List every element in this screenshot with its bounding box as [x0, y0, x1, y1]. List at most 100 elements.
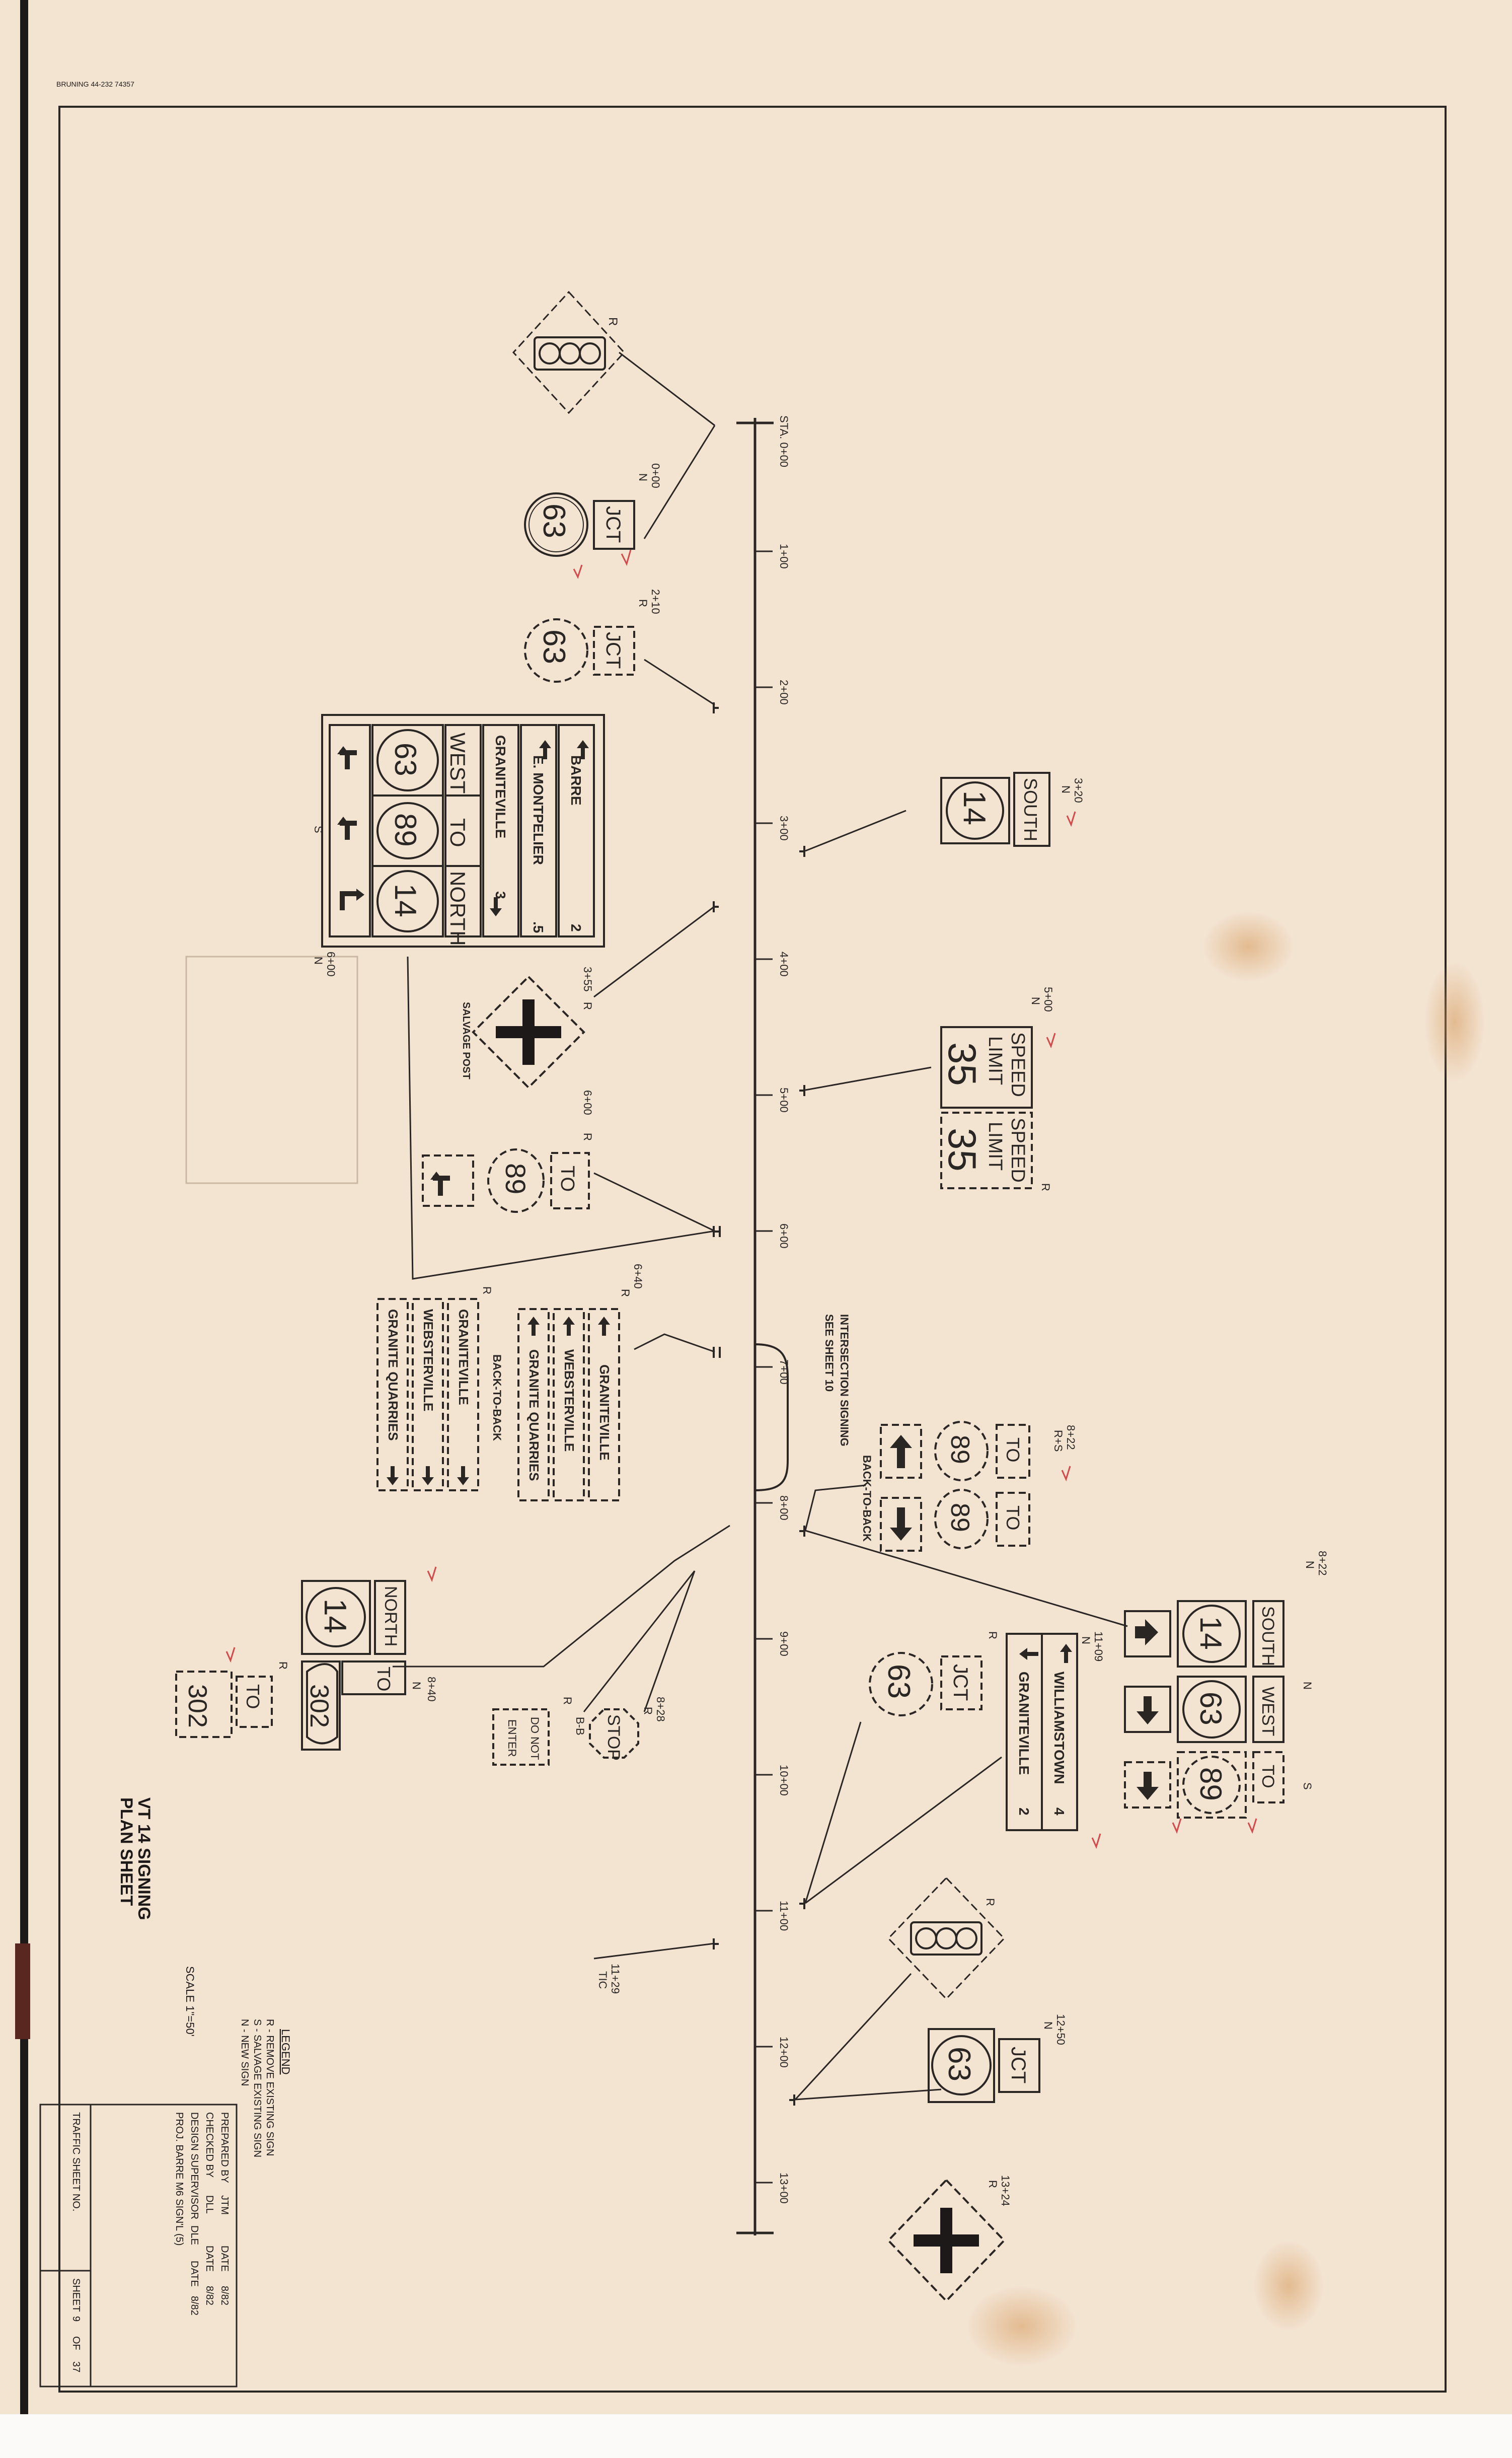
date-value: 8/82 [204, 2286, 215, 2305]
crossroad-symbol-2 [914, 2208, 979, 2273]
turn-left-arrow [430, 1172, 450, 1196]
south-west-to-assembly [1124, 1600, 1284, 1819]
station-code: 3+55 [581, 967, 594, 992]
intersection-note-2: SEE SHEET 10 [823, 1314, 836, 1392]
sheet-border [58, 106, 1447, 2393]
sheet-number: 9 [70, 2316, 82, 2322]
removal-code: R [619, 1289, 632, 1297]
speed-limit-sign-old [940, 1112, 1033, 1189]
station-code: 12+50 [1054, 2014, 1067, 2045]
destination-sign-back [376, 1298, 479, 1491]
tic-label: TIC [596, 1971, 609, 1989]
speed-label: SPEED [1007, 1118, 1028, 1183]
station-code: 11+29 [609, 1964, 622, 1994]
to-302-sign-old [175, 1671, 273, 1738]
jct-label: JCT [602, 506, 624, 543]
do-not-label: DO NOT [528, 1717, 541, 1760]
station-label: 3+00 [778, 816, 790, 841]
new-code: N [410, 1682, 423, 1690]
graniteville-label: GRANITEVILLE [493, 735, 508, 838]
down-arrow [1137, 1696, 1159, 1724]
supervisor-label: DESIGN SUPERVISOR [189, 2112, 200, 2219]
down-arrow [890, 1507, 912, 1541]
legend-r: R - REMOVE EXISTING SIGN [264, 2019, 275, 2156]
right-arrow [1135, 1619, 1158, 1645]
station-code: 13+24 [999, 2175, 1012, 2206]
speed-limit-sign-new [940, 1026, 1033, 1109]
removal-code: R [987, 2180, 999, 2188]
route-63-label: 63 [389, 743, 422, 776]
limit-label: LIMIT [985, 1036, 1006, 1085]
removal-code: R [581, 1002, 594, 1010]
bb-code: B-B [574, 1717, 586, 1736]
down-arrow [1137, 1772, 1159, 1800]
sheet-title-1: VT 14 SIGNING [134, 1797, 154, 1920]
station-label: STA. 0+00 [778, 415, 790, 467]
sheet-total: 37 [70, 2361, 82, 2372]
removal-code: R [987, 1631, 999, 1639]
jct-63-sign-3 [869, 1652, 982, 1716]
date-value: 8/82 [189, 2296, 200, 2316]
station-label: 4+00 [778, 952, 790, 977]
new-code: N [1029, 997, 1042, 1005]
binding-strip [20, 0, 28, 2458]
williamstown-label: WILLIAMSTOWN [1051, 1672, 1067, 1784]
graniteville-label: GRANITEVILLE [456, 1309, 471, 1405]
to-89-sign [422, 1148, 590, 1213]
speed-35-label: 35 [940, 1128, 985, 1172]
graniteville-label: GRANITEVILLE [1016, 1672, 1032, 1775]
removal-code: R [984, 1898, 997, 1906]
legend-heading: LEGEND [279, 2029, 292, 2074]
sheet-title-2: PLAN SHEET [117, 1797, 136, 1906]
rs-code: R+S [1052, 1430, 1065, 1452]
north-14-to-302-sign [301, 1580, 406, 1751]
stop-label: STOP [604, 1714, 623, 1761]
websterville-label: WEBSTERVILLE [421, 1309, 436, 1411]
intersection-note-1: INTERSECTION SIGNING [838, 1314, 851, 1447]
station-label: 6+00 [778, 1223, 790, 1249]
project-label: PROJ. BARRE M6 SIGN'L (5) [174, 2112, 185, 2246]
route-302-label: 302 [183, 1684, 212, 1728]
station-label: 10+00 [778, 1765, 790, 1796]
route-14-label: 14 [957, 790, 992, 825]
e-montpelier-distance: .5 [531, 921, 546, 933]
west-label: WEST [1258, 1687, 1277, 1736]
station-label: 1+00 [778, 544, 790, 569]
route-89-label: 89 [1194, 1767, 1228, 1801]
granite-quarries-label: GRANITE QUARRIES [526, 1349, 542, 1481]
signal-ahead-sign-1 [512, 291, 626, 414]
station-label: 2+00 [778, 680, 790, 705]
destination-arrows [387, 1317, 610, 1485]
station-code: 2+10 [649, 589, 662, 614]
to-label: TO [1258, 1765, 1277, 1788]
station-label: 13+00 [778, 2173, 790, 2204]
prepared-by: JTM [219, 2195, 230, 2215]
back-to-back-label: BACK-TO-BACK [861, 1455, 873, 1542]
of-label: OF [70, 2336, 82, 2350]
bruning-label: BRUNING 44-232 74357 [56, 80, 134, 88]
bottom-edge [0, 2414, 1512, 2458]
removal-code: R [642, 1707, 654, 1715]
to-label: TO [373, 1667, 394, 1691]
date-label: DATE [204, 2246, 215, 2272]
removal-code: R [581, 1133, 594, 1141]
legend-n: N - NEW SIGN [239, 2019, 250, 2086]
salvage-post-label: SALVAGE POST [461, 1002, 472, 1079]
removal-code: R [277, 1661, 289, 1670]
to-label: TO [1003, 1505, 1023, 1530]
jct-63-sign-2 [524, 618, 635, 683]
station-code: 8+22 [1065, 1425, 1077, 1450]
station-code: 3+20 [1072, 778, 1085, 803]
route-89-label: 89 [945, 1435, 974, 1464]
station-label: 12+00 [778, 2037, 790, 2068]
stain-4 [1253, 2240, 1324, 2331]
date-value: 8/82 [219, 2286, 230, 2305]
station-label: 8+00 [778, 1495, 790, 1521]
route-89-label: 89 [500, 1163, 532, 1194]
station-code: 6+00 [581, 1090, 594, 1115]
review-check-marks [225, 549, 1257, 1849]
new-code: N [1060, 785, 1072, 793]
up-arrow [1060, 1644, 1072, 1663]
